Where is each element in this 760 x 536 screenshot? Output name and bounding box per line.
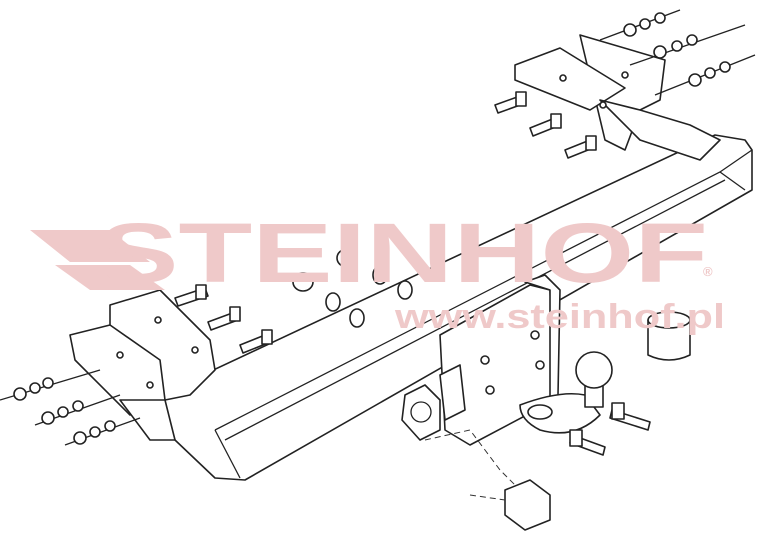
- bolt-icon: [529, 113, 562, 137]
- bolt-icon: [569, 429, 606, 456]
- fasteners: [0, 9, 756, 456]
- crossbar-beam: [159, 134, 753, 481]
- tow-ball: [519, 351, 613, 434]
- watermark-brand: STEINHOF: [98, 206, 708, 300]
- ball-cap: [647, 311, 691, 361]
- nut-washer-sets: [0, 9, 756, 446]
- watermark-registered: ®: [703, 264, 713, 279]
- bolt-icon: [564, 135, 597, 159]
- watermark-url: www.steinhof.pl: [394, 298, 725, 336]
- bolt-icon: [207, 306, 241, 331]
- bolt-icon: [174, 284, 209, 307]
- watermark: STEINHOF ® www.steinhof.pl: [30, 206, 725, 336]
- electrical-socket-plate: [401, 384, 521, 491]
- bolt-icon: [494, 91, 527, 114]
- right-bracket: [514, 34, 721, 161]
- wiring-connector: [469, 479, 551, 531]
- left-bracket: [69, 289, 216, 441]
- watermark-swoosh-icon: [30, 230, 165, 290]
- washer-icon: [292, 248, 413, 328]
- bolt-icon: [609, 402, 651, 431]
- bolt-icon: [239, 329, 273, 354]
